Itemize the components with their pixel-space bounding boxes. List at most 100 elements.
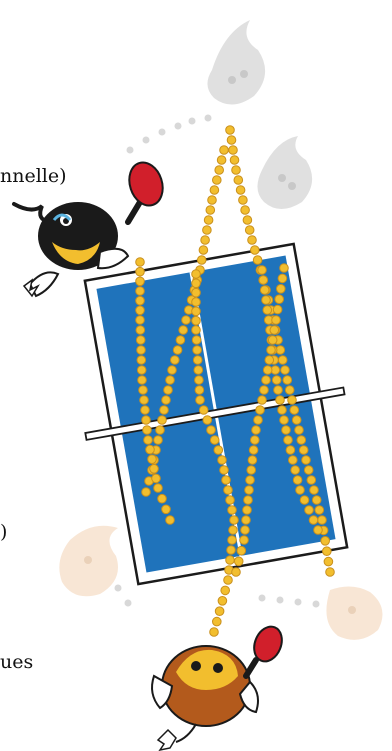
ball — [224, 486, 233, 495]
ball — [289, 456, 298, 465]
ball — [241, 206, 250, 215]
ball — [262, 296, 271, 305]
ball — [283, 376, 292, 385]
ball — [278, 406, 287, 415]
ball — [162, 505, 171, 514]
ball — [154, 436, 163, 445]
ball — [309, 516, 318, 525]
ball — [280, 416, 289, 425]
ball — [166, 516, 175, 525]
paddle-icon — [124, 158, 168, 222]
ball — [140, 396, 149, 405]
ball — [192, 279, 201, 288]
ball — [232, 568, 241, 577]
ball — [192, 288, 201, 297]
ball — [137, 356, 146, 365]
ball — [218, 597, 227, 606]
ball — [299, 446, 308, 455]
ball — [310, 486, 319, 495]
ball — [213, 617, 222, 626]
ball — [220, 146, 229, 155]
ball — [214, 446, 223, 455]
ball — [258, 266, 267, 275]
ball — [141, 406, 150, 415]
ball — [192, 307, 201, 316]
ball — [307, 476, 316, 485]
ball — [203, 226, 212, 235]
ball — [136, 258, 145, 267]
ball — [274, 386, 283, 395]
ball — [176, 336, 185, 345]
ball — [154, 484, 163, 493]
ball — [193, 356, 202, 365]
ball — [193, 346, 202, 355]
ghost-character-icon — [207, 20, 265, 105]
ball — [195, 386, 204, 395]
ball — [245, 226, 254, 235]
ball — [144, 436, 153, 445]
ball — [148, 455, 157, 464]
ball — [270, 326, 279, 335]
ball — [258, 396, 267, 405]
ball — [293, 476, 302, 485]
ball — [326, 568, 335, 577]
ball — [246, 476, 255, 485]
ball — [242, 516, 251, 525]
ball — [290, 406, 299, 415]
ball — [260, 286, 269, 295]
ball — [302, 456, 311, 465]
ball — [282, 426, 291, 435]
ball — [278, 274, 287, 283]
ball — [252, 426, 261, 435]
ball — [239, 196, 248, 205]
ball — [323, 547, 332, 556]
ball — [136, 326, 145, 335]
ball — [228, 506, 237, 515]
ball — [254, 416, 263, 425]
ball — [276, 396, 285, 405]
ball — [249, 446, 258, 455]
ball — [234, 176, 243, 185]
ball — [227, 136, 236, 145]
ball — [243, 216, 252, 225]
ball — [228, 536, 237, 545]
ball — [196, 396, 205, 405]
ball — [272, 316, 281, 325]
ball — [285, 386, 294, 395]
ball — [256, 406, 265, 415]
ball — [146, 445, 155, 454]
ball — [248, 236, 257, 245]
ball — [237, 546, 246, 555]
ball — [324, 557, 333, 566]
ball — [305, 506, 314, 515]
ball — [203, 416, 212, 425]
ball — [295, 426, 304, 435]
ball — [314, 526, 323, 535]
ball — [206, 206, 215, 215]
ball — [192, 298, 201, 307]
ball — [221, 586, 230, 595]
ball — [192, 326, 201, 335]
ball — [150, 465, 159, 474]
ball — [321, 537, 330, 546]
ball — [136, 267, 145, 276]
label-top: nnelle) — [0, 165, 67, 187]
ball — [230, 156, 239, 165]
ball — [291, 466, 300, 475]
ball — [227, 546, 236, 555]
ball — [312, 496, 321, 505]
ball — [142, 488, 151, 497]
ball — [277, 285, 286, 294]
ball — [179, 326, 188, 335]
ball — [213, 176, 222, 185]
ball — [275, 295, 284, 304]
ball — [142, 416, 151, 425]
ball — [160, 406, 169, 415]
ball — [158, 416, 167, 425]
ball — [204, 216, 213, 225]
ball — [226, 496, 235, 505]
ball — [139, 386, 148, 395]
ball — [315, 506, 324, 515]
ball — [197, 256, 206, 265]
